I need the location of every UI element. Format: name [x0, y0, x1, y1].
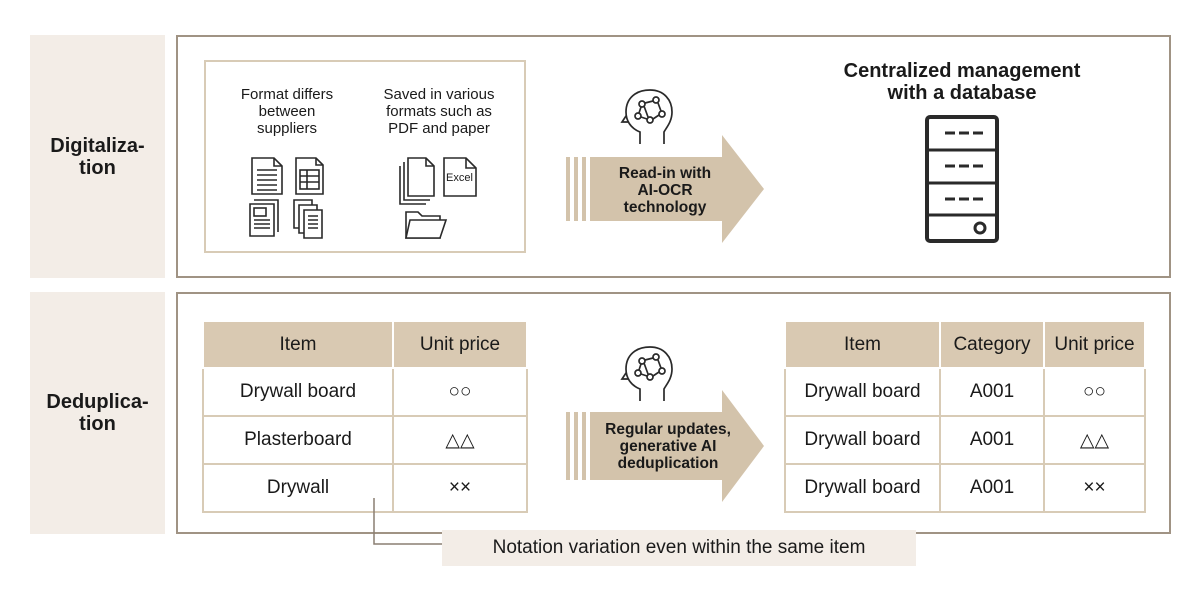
ai-head-icon	[620, 343, 676, 405]
cell-unit-price: ××	[392, 463, 528, 513]
header-unit-price: Unit price	[1043, 320, 1146, 369]
cell-item: Drywall board	[784, 367, 941, 417]
documents-icon-group	[244, 150, 334, 240]
cell-unit-price: ○○	[392, 367, 528, 417]
table-row: Drywall board A001 ××	[784, 463, 1146, 513]
cell-item: Drywall	[202, 463, 394, 513]
dedup-arrow-label: Regular updates, generative AI deduplica…	[605, 420, 731, 472]
database-title: Centralized management with a database	[843, 60, 1081, 104]
table-header-row: Item Unit price	[202, 320, 528, 369]
row-label-deduplication: Deduplica- tion	[30, 292, 165, 534]
cell-item: Plasterboard	[202, 415, 394, 465]
report-document-icon	[249, 199, 279, 237]
table-row: Drywall board A001 ○○	[784, 367, 1146, 417]
cell-unit-price: △△	[392, 415, 528, 465]
cell-unit-price: △△	[1043, 415, 1146, 465]
stacked-pages-icon	[293, 199, 323, 239]
cell-category: A001	[939, 463, 1045, 513]
notation-variation-note: Notation variation even within the same …	[442, 530, 916, 566]
deduplicated-items-table: Item Category Unit price Drywall board A…	[784, 320, 1146, 513]
saved-formats-text: Saved in various formats such as PDF and…	[383, 86, 495, 137]
header-unit-price: Unit price	[392, 320, 528, 369]
table-document-icon	[295, 157, 324, 195]
ocr-arrow-label: Read-in with AI-OCR technology	[618, 164, 712, 216]
cell-category: A001	[939, 367, 1045, 417]
folder-icon	[405, 211, 448, 239]
cell-item: Drywall board	[202, 367, 394, 417]
cell-item: Drywall board	[784, 463, 941, 513]
table-header-row: Item Category Unit price	[784, 320, 1146, 369]
excel-label: Excel	[446, 172, 473, 184]
table-row: Plasterboard △△	[202, 415, 528, 465]
callout-connector	[372, 498, 444, 546]
header-item: Item	[784, 320, 941, 369]
dedup-arrow	[566, 390, 766, 502]
source-documents-box	[204, 60, 526, 253]
ocr-arrow	[566, 135, 766, 243]
server-icon	[925, 115, 1001, 245]
row-label-digitalization: Digitaliza- tion	[30, 35, 165, 278]
cell-category: A001	[939, 415, 1045, 465]
table-row: Drywall ××	[202, 463, 528, 513]
cell-unit-price: ××	[1043, 463, 1146, 513]
header-category: Category	[939, 320, 1045, 369]
ai-head-icon	[620, 86, 676, 148]
table-row: Drywall board ○○	[202, 367, 528, 417]
text-document-icon	[251, 157, 283, 195]
formats-icon-group: Excel	[396, 150, 486, 242]
header-item: Item	[202, 320, 394, 369]
paper-stack-icon	[399, 157, 435, 205]
source-items-table: Item Unit price Drywall board ○○ Plaster…	[202, 320, 528, 513]
table-row: Drywall board A001 △△	[784, 415, 1146, 465]
excel-file-icon	[443, 157, 477, 197]
format-differs-text: Format differs between suppliers	[240, 86, 334, 137]
cell-unit-price: ○○	[1043, 367, 1146, 417]
cell-item: Drywall board	[784, 415, 941, 465]
